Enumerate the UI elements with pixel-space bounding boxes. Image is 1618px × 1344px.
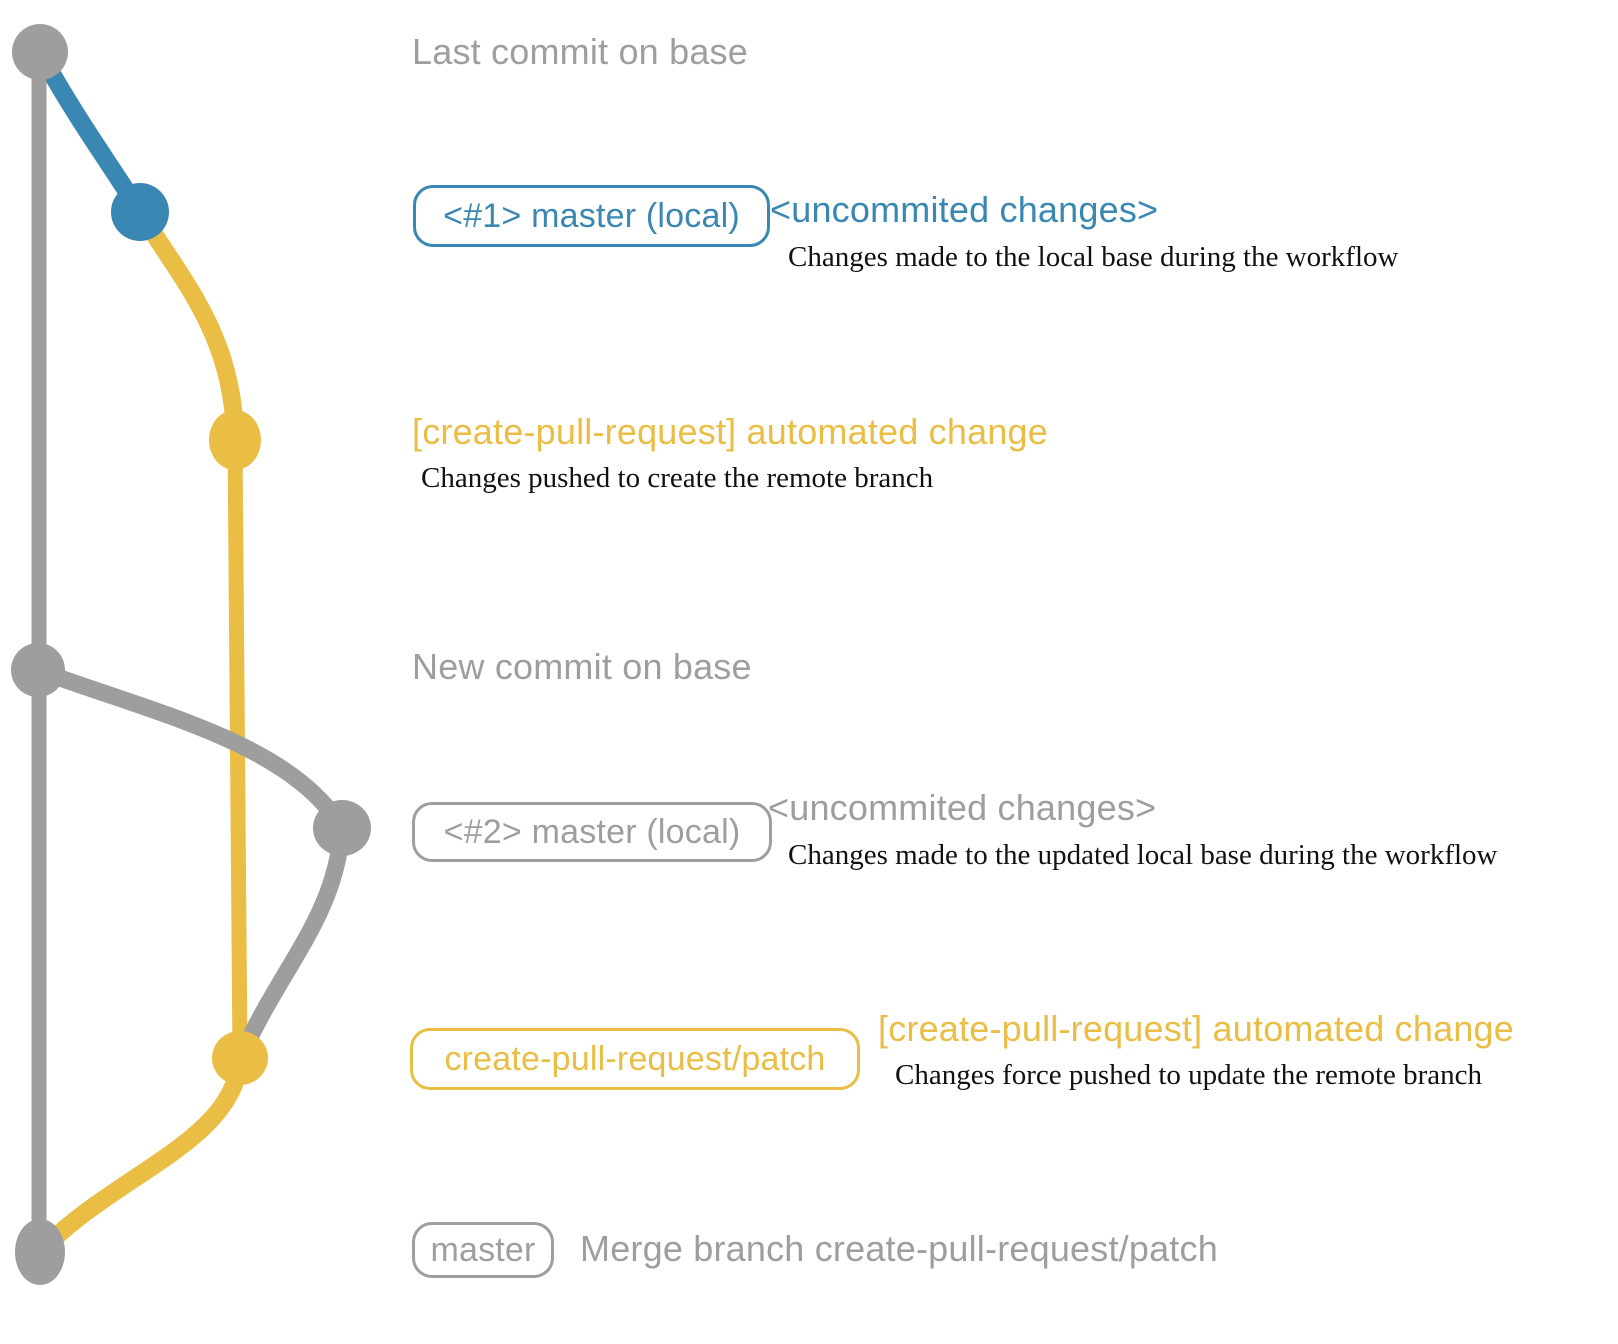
- branch-badge-master-local-1: <#1> master (local): [413, 185, 770, 247]
- branch-badge-master-local-2-label: <#2> master (local): [443, 812, 741, 851]
- commit-dot-uncommitted-2: [313, 800, 371, 856]
- uncommitted-changes-1-desc: Changes made to the local base during th…: [788, 241, 1399, 273]
- branch-badge-patch: create-pull-request/patch: [410, 1028, 860, 1090]
- uncommitted-changes-1-title: <uncommited changes>: [770, 189, 1159, 230]
- branch-badge-master: master: [412, 1222, 554, 1278]
- branch-badge-master-local-1-label: <#1> master (local): [443, 196, 740, 235]
- patch-branch-merge-curve: [33, 1049, 249, 1259]
- automated-change-1-desc: Changes pushed to create the remote bran…: [421, 462, 934, 494]
- uncommitted-changes-2-title: <uncommited changes>: [768, 787, 1157, 828]
- commit-dot-automated-1: [209, 410, 261, 470]
- automated-change-2-desc: Changes force pushed to update the remot…: [895, 1059, 1483, 1091]
- commit-dot-new-base: [11, 643, 65, 697]
- uncommitted-changes-2-desc: Changes made to the updated local base d…: [788, 839, 1498, 871]
- commit-dot-merge: [15, 1219, 65, 1285]
- commit-dot-last-base: [12, 24, 68, 80]
- automated-change-2-title: [create-pull-request] automated change: [878, 1008, 1514, 1049]
- automated-change-1-title: [create-pull-request] automated change: [412, 411, 1048, 452]
- rebase-curve-out: [29, 661, 351, 837]
- branch-badge-patch-label: create-pull-request/patch: [444, 1039, 826, 1078]
- new-commit-label: New commit on base: [412, 646, 752, 687]
- merge-commit-label: Merge branch create-pull-request/patch: [580, 1228, 1218, 1269]
- commit-dot-automated-2: [212, 1031, 268, 1085]
- commit-dot-uncommitted-1: [111, 183, 169, 241]
- rebase-curve-in: [235, 819, 351, 1059]
- branch-badge-master-label: master: [430, 1230, 536, 1269]
- patch-branch-curve-top: [131, 203, 244, 451]
- last-commit-label: Last commit on base: [412, 31, 748, 72]
- branch-badge-master-local-2: <#2> master (local): [412, 802, 772, 862]
